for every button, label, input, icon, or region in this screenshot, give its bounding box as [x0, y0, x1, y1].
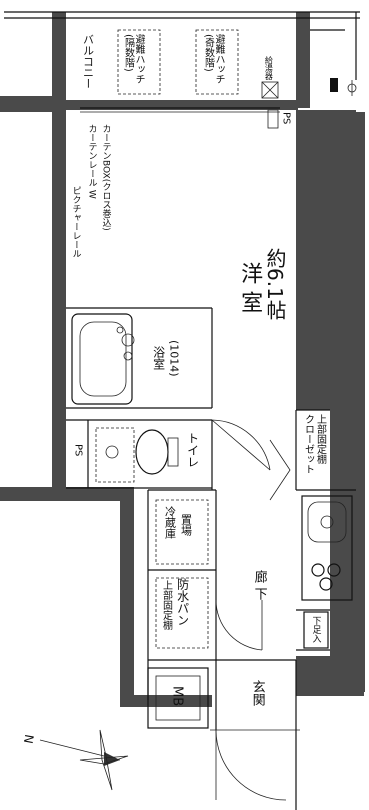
western-room-size-label: 約6.1帖 — [263, 248, 287, 320]
balcony-label: バルコニー — [81, 34, 95, 89]
hatch-right-label: 避難ハッチ (奇数階) — [202, 34, 225, 84]
water-heater-label: 給湯器 — [264, 56, 274, 80]
western-room-label: 洋 室 — [237, 262, 263, 313]
shoe-box — [303, 611, 329, 649]
curtain-rail-label: カーテンレール W — [86, 124, 97, 199]
compass — [39, 729, 129, 791]
washer-label-2: 防水パン — [175, 578, 190, 626]
kitchen-fixtures — [301, 495, 353, 601]
entrance-door — [210, 729, 300, 801]
shoe-box-label: 下足入 — [310, 616, 321, 643]
closet-label-2: 上部固定棚 — [314, 414, 326, 464]
bathtub — [71, 313, 135, 405]
corridor-door — [215, 599, 263, 651]
ps-top-label: PS — [280, 112, 292, 125]
hatch-left-label: 避難ハッチ (隔数階) — [122, 34, 145, 84]
mb-box — [147, 667, 209, 729]
closet-label-1: クローゼット — [302, 414, 314, 474]
curtain-box-label: カーテンBOX(クロス巻込) — [100, 124, 111, 231]
mb-label: MB — [169, 686, 185, 707]
appliance-spaces — [155, 499, 209, 649]
closet-door — [269, 439, 291, 501]
bath-door — [211, 419, 271, 471]
window-sash — [80, 107, 280, 129]
bath-label: 浴室 — [151, 346, 166, 370]
fridge-label-2: 置場 — [179, 514, 193, 536]
ps-mid-label: PS — [72, 444, 84, 457]
washer-label-1: 上部固定棚 — [160, 580, 172, 630]
picture-rail-label: ピクチャーレール — [70, 186, 81, 258]
bath-size-label: (1014) — [167, 340, 181, 377]
toilet-label: トイレ — [185, 432, 200, 468]
corridor-label: 廊 下 — [251, 570, 267, 601]
toilet-fixtures — [95, 427, 179, 483]
balcony-outline — [4, 11, 360, 99]
partitions — [66, 307, 356, 810]
entrance-label: 玄関 — [249, 680, 265, 706]
fridge-label-1: 冷蔵庫 — [163, 506, 177, 539]
walls — [0, 12, 365, 707]
